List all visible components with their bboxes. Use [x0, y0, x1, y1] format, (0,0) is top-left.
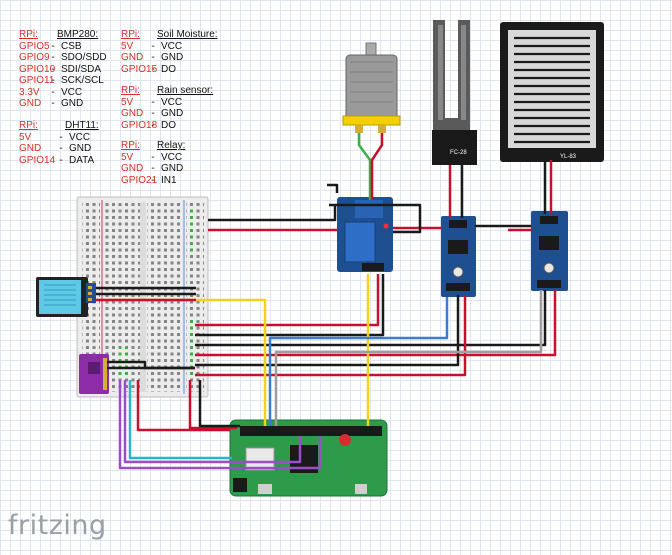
legend-pin: GND: [121, 163, 144, 174]
legend-pin: GPIO15: [121, 63, 158, 75]
legend-header-pin: RPi:: [19, 29, 38, 40]
dht11-sensor: [36, 277, 96, 317]
legend-signal: GND: [161, 52, 184, 63]
legend-pin: GND: [121, 108, 144, 119]
legend-dht11: RPi:DHT11: 5V-VCC GND-GND GPIO14-DATA: [19, 120, 99, 166]
soil-moisture-probe: FC-28: [432, 20, 477, 165]
legend-signal: SDO/SDD: [61, 52, 107, 63]
rain-module-board: [531, 211, 568, 291]
legend-signal: SCK/SCL: [61, 75, 104, 86]
relay-module: [337, 197, 393, 272]
legend-signal: DATA: [69, 154, 95, 166]
legend-pin: GPIO14: [19, 154, 56, 166]
legend-pin: GND: [19, 143, 42, 154]
legend-signal: SDI/SDA: [61, 63, 102, 75]
legend-pin: GPIO9: [19, 52, 50, 63]
wires: [96, 133, 557, 470]
wire-relay-gnd: [208, 204, 337, 222]
legend-pin: GPIO11: [19, 75, 55, 86]
fritzing-brand: fritzing: [8, 510, 107, 541]
legend-title: Soil Moisture:: [157, 29, 218, 40]
legend-header-pin: RPi:: [121, 29, 140, 40]
raspberry-pi-zero: [229, 419, 388, 497]
legend-pin: GND: [19, 98, 42, 109]
rain-sensor-plate: YL-83: [500, 22, 604, 162]
legend-signal: VCC: [161, 40, 183, 52]
legend-header-pin: RPi:: [121, 140, 140, 151]
legend-title: Relay:: [157, 140, 186, 151]
legend-signal: GND: [161, 163, 184, 174]
legend-pin: GPIO21: [121, 174, 158, 186]
legend-pin: GPIO18: [121, 119, 158, 131]
soil-module-label: FC-28: [450, 150, 467, 156]
legend-signal: GND: [61, 98, 84, 109]
legend-signal: VCC: [161, 96, 183, 108]
legend-title: BMP280:: [57, 29, 99, 40]
legend-pin: 3.3V: [19, 86, 40, 98]
legend-signal: IN1: [161, 174, 177, 186]
legend-title: DHT11:: [65, 120, 99, 131]
legend-signal: CSB: [61, 40, 82, 52]
legend-title: Rain sensor:: [157, 85, 214, 96]
rain-module-label: YL-83: [560, 154, 577, 160]
legend-signal: VCC: [61, 86, 83, 98]
legend-rain-sensor: RPi:Rain sensor: 5V-VCC GND-GND GPIO18-D…: [121, 85, 214, 131]
legend-pin: GPIO10: [19, 63, 56, 75]
legend-bmp280: RPi:BMP280: GPIO5-CSB GPIO9-SDO/SDD GPIO…: [19, 29, 107, 109]
legend-signal: VCC: [161, 151, 183, 163]
legend-header-pin: RPi:: [19, 120, 38, 131]
legend-pin: 5V: [121, 151, 134, 163]
legend-relay: RPi:Relay: 5V-VCC GND-GND GPIO21-IN1: [121, 140, 186, 186]
legend-signal: DO: [161, 119, 176, 131]
legend-header-pin: RPi:: [121, 85, 140, 96]
legend-pin: 5V: [121, 96, 134, 108]
legend-signal: VCC: [69, 131, 91, 143]
legend-signal: GND: [161, 108, 184, 119]
legend-soil-moisture: RPi:Soil Moisture: 5V-VCC GND-GND GPIO15…: [121, 29, 218, 75]
legend-signal: GND: [69, 143, 92, 154]
legend-pin: GPIO5: [19, 40, 50, 52]
legend-pin: 5V: [19, 131, 32, 143]
legend-pin: 5V: [121, 40, 134, 52]
soil-module-board: [441, 216, 476, 297]
dc-motor: [342, 42, 401, 133]
bmp280-module: [79, 354, 109, 394]
legend-signal: DO: [161, 63, 176, 75]
legend-pin: GND: [121, 52, 144, 63]
